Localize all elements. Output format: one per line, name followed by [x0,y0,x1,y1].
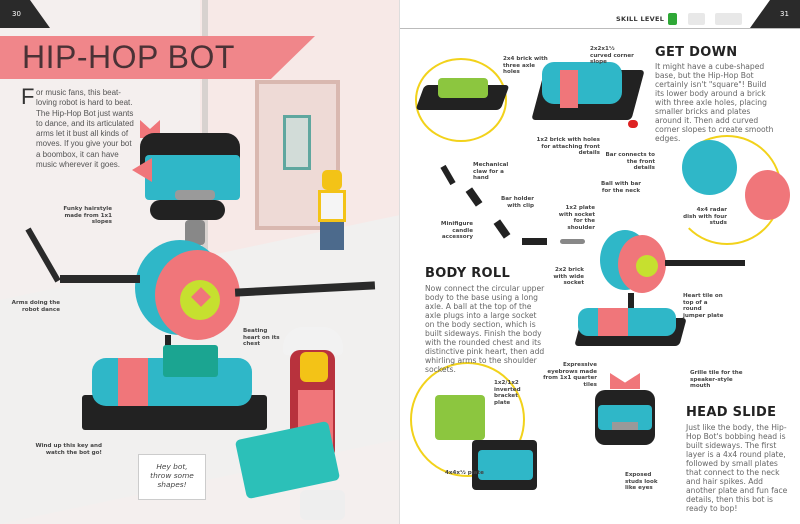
section-heading-get-down: GET DOWN [655,45,738,60]
callout-bar-holder: Bar holder with clip [500,196,534,209]
ball-bar-illustration [560,239,585,244]
callout-plate-socket: 1x2 plate with socket for the shoulder [558,205,595,231]
callout-brick2x4: 2x4 brick with three axle holes [503,56,548,76]
callout-studs: Exposed studs look like eyes [625,472,658,492]
callout-radar: 4x4 radar dish with four studs [683,207,727,227]
radar-dish-illustration [745,170,790,220]
base-pink-illustration [598,308,628,336]
drop-cap: F [21,84,35,109]
title-banner [0,36,315,79]
section-heading-body-roll: BODY ROLL [425,266,511,281]
callout-heart-tile: Heart tile on top of a round jumper plat… [683,293,724,319]
callout-brick1x2: 1x2 brick with holes for attaching front… [536,137,600,157]
grille-illustration [612,422,638,430]
candle-illustration [493,219,511,239]
intro-body: or music fans, this beat-loving robot is… [36,88,134,170]
highlight-ring [410,362,525,477]
page-number-tab [0,0,50,28]
callout-claw: Mechanical claw for a hand [473,162,509,182]
header-rule [400,28,800,29]
callout-ball: Ball with bar for the neck [600,181,642,194]
eyebrows-illustration [610,373,640,389]
curved-slope-illustration [542,62,622,104]
callout-eyebrows: Expressive eyebrows made from 1x1 quarte… [543,362,597,388]
callout-bracket: 1x2/1x2 inverted bracket plate [494,380,521,406]
callout-plate4x4: 4x4x½ plate [445,470,484,476]
head-plate-top-illustration [478,450,533,480]
callout-wide-socket: 2x2 brick with wide socket [553,267,584,287]
bar-holder-illustration [522,238,547,245]
body-core-illustration [682,140,737,195]
callout-candle: Minifigure candle accessory [440,221,473,241]
left-page: 30 HIP-HOP BOT F or music fans, this bea… [0,0,400,524]
callout-bar-front: Bar connects to the front details [605,152,655,172]
heart-tile-illustration [636,255,658,277]
page-number: 31 [780,10,789,18]
bracket-illustration [435,395,485,440]
section-text-get-down: It might have a cube-shaped base, but th… [655,62,774,143]
page-title: HIP-HOP BOT [22,39,235,75]
section-text-head-slide: Just like the body, the Hip-Hop Bot's bo… [686,423,788,513]
section-text-body-roll: Now connect the circular upper body to t… [425,284,545,374]
page-number: 30 [12,10,21,18]
arm-illustration [665,260,745,266]
page-number-tab [750,0,800,28]
section-heading-head-slide: HEAD SLIDE [686,405,777,420]
callout-heart: Beating heart on its chest [243,328,280,348]
highlight-ring [415,58,507,142]
axle-illustration [628,293,634,313]
skill-brick-empty [688,13,705,25]
callout-arms: Arms doing the robot dance [11,300,60,313]
background-door [283,115,311,170]
skill-brick-filled [668,13,677,25]
skill-brick-empty [715,13,742,25]
claw-illustration [440,164,456,186]
red-pin-illustration [628,120,638,128]
pink-slope-illustration [560,70,578,108]
brick-illustration [438,78,488,98]
skill-level-label: SKILL LEVEL [616,15,665,23]
right-page: SKILL LEVEL 31 GET DOWN It might have a … [400,0,800,524]
callout-grille: Grille tile for the speaker-style mouth [690,370,743,390]
speech-bubble: Hey bot, throw some shapes! [138,454,206,500]
callout-key: Wind up this key and watch the bot go! [35,443,102,456]
callout-curved: 2x2x1½ curved corner slope [590,46,634,66]
candle-illustration [465,187,483,207]
callout-hair: Funky hairstyle made from 1x1 slopes [63,206,112,226]
